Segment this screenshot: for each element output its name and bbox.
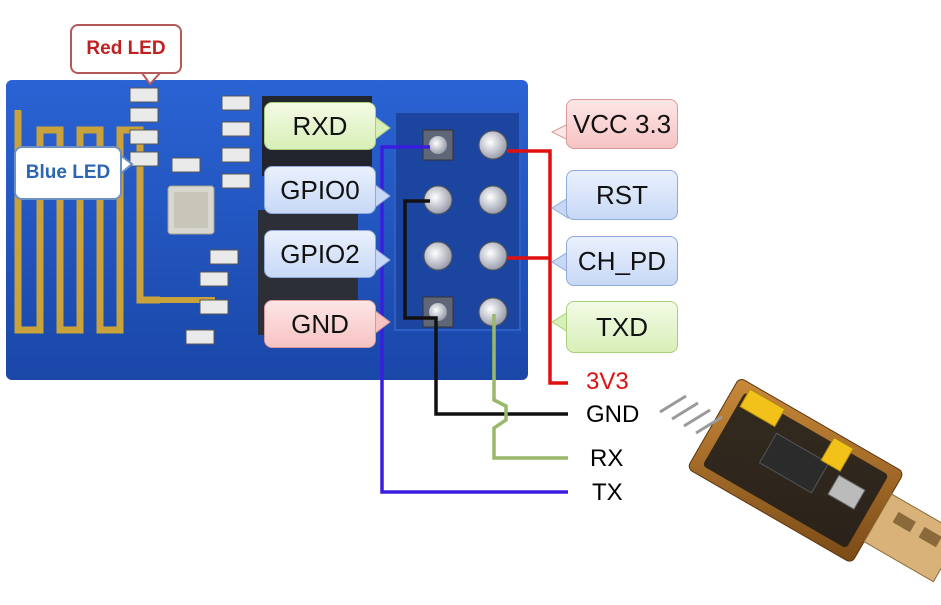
pin-label-rst: RST — [566, 170, 678, 220]
smd-components — [129, 87, 251, 345]
usb-label-3v3: 3V3 — [586, 368, 629, 395]
jumper — [820, 437, 854, 472]
usb-chip — [758, 432, 830, 494]
header-pins — [739, 388, 786, 428]
red-led-label: Red LED — [70, 24, 182, 74]
pin-label-ch-pd: CH_PD — [566, 236, 678, 286]
wire-3v3 — [507, 149, 568, 385]
wire-gnd — [403, 199, 568, 416]
wire-rx — [492, 314, 568, 460]
usb-plug — [863, 493, 941, 583]
pin-label-vcc: VCC 3.3 — [566, 99, 678, 149]
pin-label-gpio0: GPIO0 — [264, 166, 376, 214]
usb-label-rx: RX — [590, 445, 624, 472]
pin-label-rxd: RXD — [264, 102, 376, 150]
blue-led-label: Blue LED — [14, 146, 122, 200]
pin-label-gpio2: GPIO2 — [264, 230, 376, 278]
usb-ttl-adapter — [659, 379, 941, 583]
usb-pins — [659, 394, 723, 435]
usb-label-tx: TX — [592, 479, 623, 506]
usb-label-gnd: GND — [586, 401, 640, 428]
pin-label-gnd: GND — [264, 300, 376, 348]
pin-label-txd: TXD — [566, 301, 678, 353]
